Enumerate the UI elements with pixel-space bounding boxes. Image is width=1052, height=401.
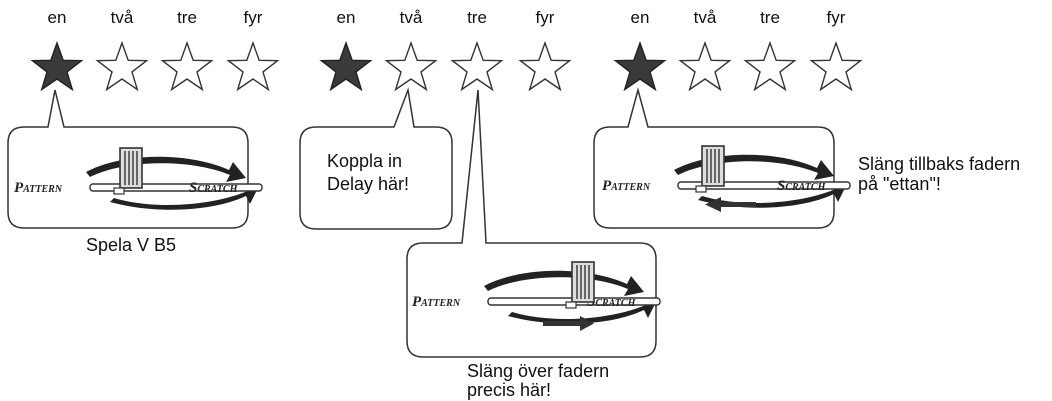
beat-label-en: en	[47, 8, 67, 27]
caption-group-2-line-2: precis här!	[467, 380, 552, 400]
speech-line-2: Delay här!	[327, 174, 410, 194]
arrow-right-icon	[543, 316, 594, 331]
beat-label-fyr: fyr	[243, 8, 263, 27]
caption-group-3-line-1: Släng tillbaks fadern	[858, 154, 1021, 174]
beat-label-en: en	[630, 8, 650, 27]
speech-line-1: Koppla in	[327, 151, 403, 171]
caption-group-3-line-2: på "ettan"!	[858, 174, 941, 194]
beat-label-fyr: fyr	[826, 8, 846, 27]
beat-label-tva: två	[110, 8, 134, 27]
beat-label-en: en	[336, 8, 356, 27]
beat-label-tre: tre	[760, 8, 780, 27]
caption-group-1: Spela V B5	[86, 235, 177, 255]
caption-group-2-line-1: Släng över fadern	[467, 361, 610, 381]
arrow-left-icon	[705, 197, 756, 212]
beat-label-tre: tre	[467, 8, 487, 27]
beat-label-tva: två	[399, 8, 423, 27]
beat-label-fyr: fyr	[535, 8, 555, 27]
beat-label-tre: tre	[177, 8, 197, 27]
beat-label-tva: två	[693, 8, 717, 27]
